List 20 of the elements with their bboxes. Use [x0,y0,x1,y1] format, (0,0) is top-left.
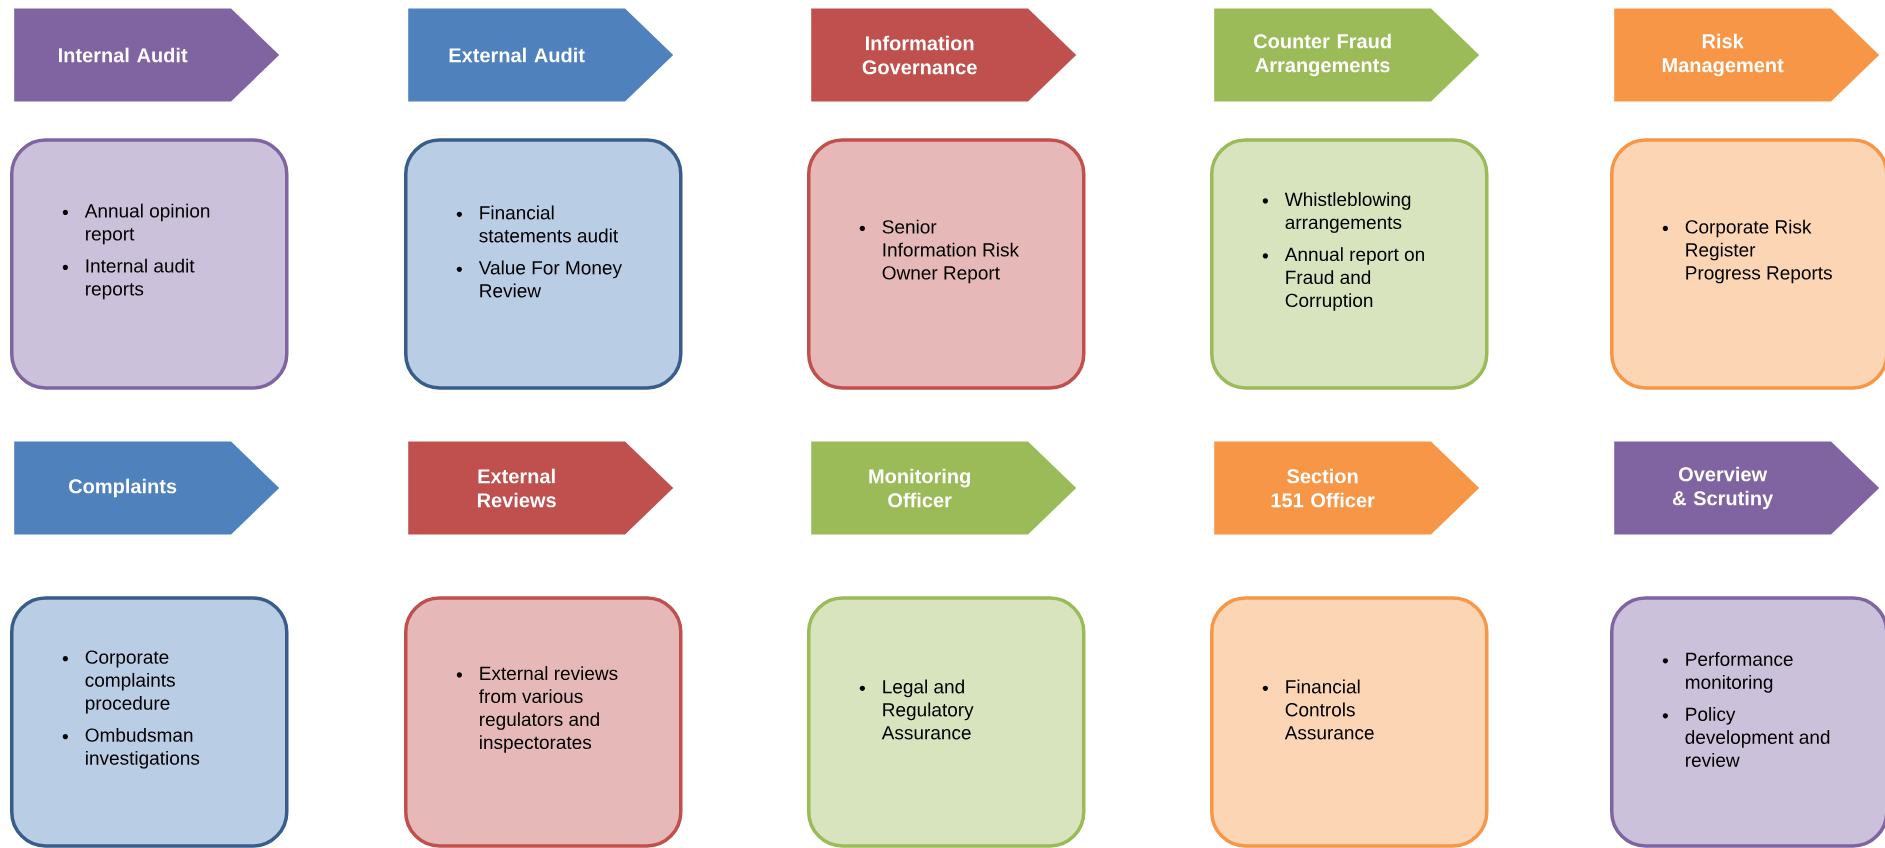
bullet-box: Financial statements audit Value For Money Review [404,138,683,390]
bullet-box: Legal and Regulatory Assurance [807,596,1086,848]
heading-banner: Monitoring Officer [811,441,1077,535]
bullet-box: Corporate Risk Register Progress Reports [1610,138,1885,390]
heading-banner: External Audit [408,8,674,102]
heading-banner: Overview & Scrutiny [1614,441,1880,535]
bullet-box: Annual opinion report Internal audit reports [10,138,289,390]
bullet-box: Financial Controls Assurance [1210,596,1489,848]
heading-banner: External Reviews [408,441,674,535]
bullet-box: Senior Information Risk Owner Report [807,138,1086,390]
bullet-box: External reviews from various regulators and inspectorates [404,596,683,848]
heading-banner: Information Governance [811,8,1077,102]
bullet-box: Performance monitoring Policy development and review [1610,596,1885,848]
heading-banner: Complaints [14,441,280,535]
bullet-box: Corporate complaints procedure Ombudsman investigations [10,596,289,848]
bullet-box: Whistleblowing arrangements Annual report on Fraud and Corruption [1210,138,1489,390]
heading-banner: Section 151 Officer [1214,441,1480,535]
heading-banner: Risk Management [1614,8,1880,102]
heading-banner: Internal Audit [14,8,280,102]
heading-banner: Counter Fraud Arrangements [1214,8,1480,102]
